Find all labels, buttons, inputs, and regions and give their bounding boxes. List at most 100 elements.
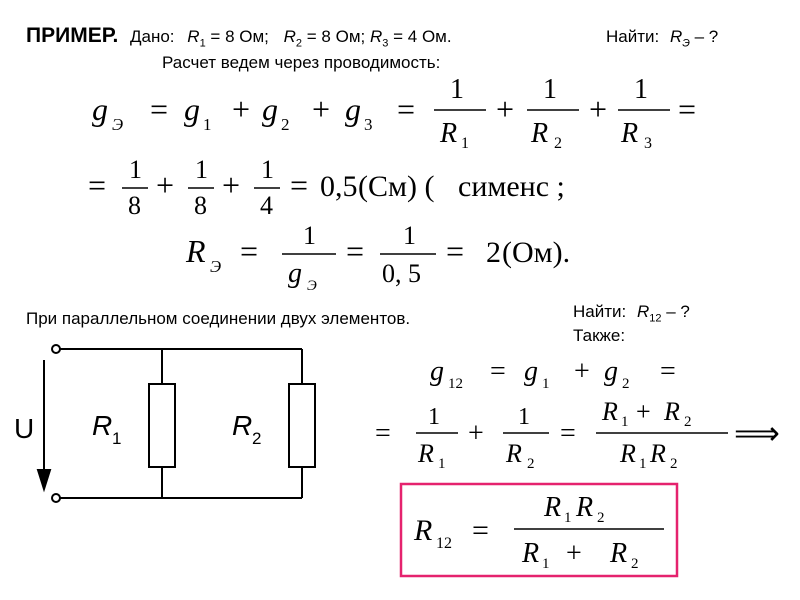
top-terminal [51, 344, 61, 354]
parallel-caption: При параллельном соединении двух элемент… [26, 309, 411, 328]
f4-den-sub-2-b: 2 [670, 456, 678, 472]
f3-sub-e: Э [210, 257, 221, 276]
f1-g-e: g [92, 91, 108, 127]
f3-den-sub-e: Э [307, 278, 317, 294]
f4-num-2: 1 [518, 404, 530, 430]
r12-tail: – ? [666, 302, 690, 321]
r3-subscript: 3 [382, 37, 389, 50]
f2-num-2: 1 [195, 155, 208, 184]
f4-num-r2: R [663, 397, 680, 426]
f5-den-r1: R [521, 538, 539, 569]
f5-den-sub-2: 2 [631, 556, 639, 572]
voltage-label: U [14, 413, 34, 444]
f4-eq-4: = [560, 418, 576, 449]
r12-symbol: R [636, 302, 650, 321]
f5-r-12: R [413, 514, 432, 547]
also-caption: Также: [573, 326, 626, 345]
formula-conductance-sum: g Э = g 1 + g 2 + g 3 = 1 R 1 + 1 R 2 + … [92, 74, 696, 152]
find-r12-line: Найти: R12 – ? [573, 302, 690, 324]
f1-eq-1: = [150, 91, 168, 127]
f5-den-plus: + [566, 538, 582, 569]
find-line: Найти: RЭ – ? [606, 27, 718, 49]
f1-den-r3: R [620, 118, 638, 149]
f2-eq-1: = [88, 167, 106, 203]
f4-sub-2: 2 [622, 376, 630, 392]
f4-num-r1: R [601, 397, 618, 426]
f4-sub-12: 12 [448, 376, 463, 392]
f1-den-sub-1: 1 [461, 135, 469, 152]
f4-den-sub-1: 1 [438, 456, 446, 472]
formula-result: R 12 = R 1 R 2 R 1 + R 2 [413, 492, 664, 572]
f2-den-2: 8 [194, 191, 207, 220]
r1-resistor [148, 383, 176, 468]
f1-plus-4: + [589, 91, 607, 127]
f5-eq: = [472, 514, 489, 547]
formula-two-element: g 12 = g 1 + g 2 = = 1 R 1 + 1 R 2 = R 1… [375, 356, 780, 472]
r2-resistor [288, 383, 316, 468]
f5-num-r2: R [575, 492, 593, 523]
f1-plus-3: + [496, 91, 514, 127]
f2-den-3: 4 [260, 191, 273, 220]
f1-den-r2: R [530, 118, 548, 149]
f2-word: сименс ; [458, 170, 565, 203]
f1-sub-2: 2 [281, 115, 290, 134]
re-tail: – ? [694, 27, 719, 46]
f3-result: 2 [486, 236, 501, 269]
r3-value: = 4 Ом. [393, 27, 452, 46]
f1-num-3: 1 [634, 74, 648, 105]
f2-eq-2: = [290, 167, 308, 203]
f1-sub-e: Э [112, 115, 123, 134]
voltage-arrow-head [36, 469, 52, 493]
r12-subscript: 12 [649, 312, 662, 325]
f4-eq-3: = [375, 418, 391, 449]
f1-eq-3: = [678, 91, 696, 127]
formula-numeric: = 1 8 + 1 8 + 1 4 = 0,5 (См) ( сименс ; [88, 155, 565, 220]
f1-den-sub-3: 3 [644, 135, 652, 152]
f1-eq-2: = [397, 91, 415, 127]
r1-symbol: R [187, 27, 200, 46]
given-line: Дано: R1 = 8 Ом; R2 = 8 Ом; R3 = 4 Ом. [130, 27, 452, 49]
f1-den-r1: R [439, 118, 457, 149]
f2-plus-2: + [222, 167, 240, 203]
f2-num-1: 1 [129, 155, 142, 184]
method-caption: Расчет ведем через проводимость: [162, 53, 441, 72]
f3-den: 0, 5 [382, 259, 421, 288]
f5-den-sub-1: 1 [542, 556, 550, 572]
f3-unit: (Ом). [502, 236, 570, 269]
f2-plus-1: + [156, 167, 174, 203]
f4-num-1: 1 [428, 404, 440, 430]
f4-implies-arrow: ⟹ [734, 415, 780, 451]
f5-num-sub-2: 2 [597, 510, 605, 526]
f2-den-1: 8 [128, 191, 141, 220]
parallel-circuit [36, 348, 316, 499]
f4-den-r2: R [505, 439, 522, 468]
f3-num-2: 1 [403, 221, 416, 250]
f4-g-2: g [604, 356, 618, 387]
r2-subscript: 2 [295, 37, 303, 50]
r2-label: R [232, 410, 252, 441]
f4-g-12: g [430, 356, 444, 387]
f4-num-sub-1: 1 [621, 414, 629, 430]
f4-plus-1: + [574, 356, 590, 387]
bottom-terminal [51, 493, 61, 503]
find-r12-prefix: Найти: [573, 302, 627, 321]
f1-num-1: 1 [450, 74, 464, 105]
f4-g-1: g [524, 356, 538, 387]
f1-plus-1: + [232, 91, 250, 127]
f4-num-sub-2: 2 [684, 414, 692, 430]
f4-eq-2: = [660, 356, 676, 387]
f5-sub-12: 12 [436, 535, 452, 552]
r2-value: = 8 Ом; [306, 27, 366, 46]
example-title: ПРИМЕР. [26, 24, 119, 47]
r2-label-sub: 2 [252, 429, 261, 448]
f3-eq-1: = [240, 233, 258, 269]
f1-g-3: g [345, 91, 361, 127]
f2-num-3: 1 [261, 155, 274, 184]
result-highlight-box [399, 482, 679, 578]
f3-eq-2: = [346, 233, 364, 269]
f1-sub-1: 1 [203, 115, 212, 134]
f4-den-r2-b: R [649, 439, 666, 468]
f4-num-plus: + [636, 397, 651, 426]
r1-label: R [92, 410, 112, 441]
